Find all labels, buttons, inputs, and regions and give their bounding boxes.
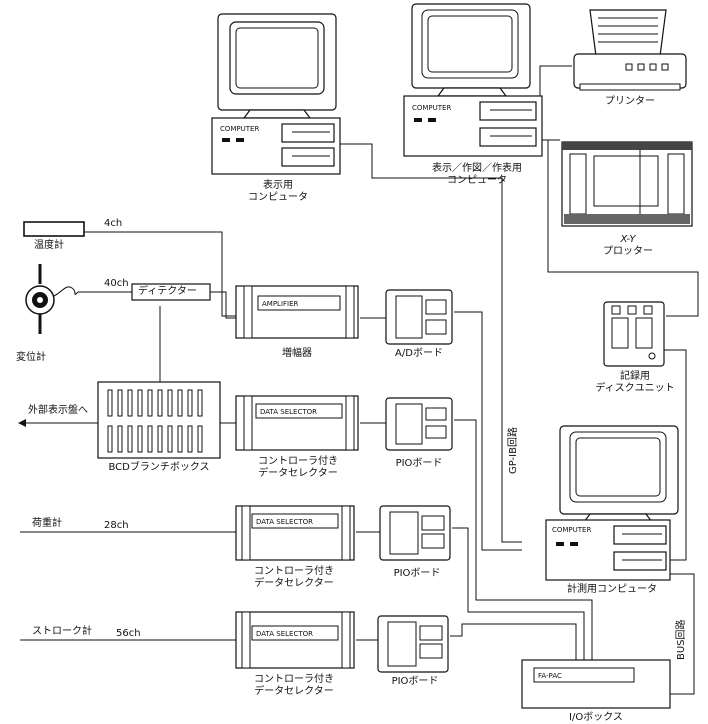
printer [573, 9, 687, 91]
stroke-channel: 56ch [116, 628, 141, 639]
thermometer-label: 温度計 [34, 240, 64, 251]
display-computer-label: 表示用 コンピュータ [248, 180, 308, 203]
drawing-computer-label: 表示／作図／作表用 コンピュータ [432, 163, 522, 186]
connection-lines [18, 65, 699, 695]
data-selector-text: DATA SELECTOR [256, 630, 313, 638]
ad-board [380, 289, 453, 345]
computer-brand-text: COMPUTER [412, 104, 451, 112]
data-selector-2: DATA SELECTOR [235, 505, 355, 561]
detector-box [131, 283, 211, 301]
drawing-computer: COMPUTER [403, 3, 543, 157]
xy-plotter-label: X-Y プロッター [603, 234, 653, 257]
xy-plotter [561, 141, 693, 227]
disk-unit [603, 301, 665, 367]
stroke-gauge-label: ストローク計 [32, 626, 92, 637]
measurement-computer: COMPUTER [545, 425, 679, 581]
bcd-slots [107, 389, 203, 453]
amplifier-text: AMPLIFIER [262, 300, 299, 308]
pio-board-3 [377, 615, 449, 673]
displacement-gauge-label: 変位計 [16, 352, 46, 363]
thermometer [23, 221, 85, 237]
computer-brand-text: COMPUTER [552, 526, 591, 534]
io-box-label: I/Oボックス [569, 712, 623, 723]
ad-board-label: A/Dボード [395, 348, 443, 359]
amplifier-label: 増幅器 [282, 348, 312, 359]
io-box: FA-PAC [521, 659, 671, 709]
load-channel: 28ch [104, 520, 129, 531]
fa-pac-text: FA-PAC [538, 672, 562, 680]
load-gauge-label: 荷重計 [32, 518, 62, 529]
thermometer-channel: 4ch [104, 218, 123, 229]
displacement-gauge [25, 264, 79, 334]
external-display-label: 外部表示盤へ [28, 405, 88, 416]
bus-line-label: BUS回路 [676, 619, 687, 660]
pio-board-2 [379, 505, 451, 561]
pio-board-1 [385, 397, 453, 451]
data-selector-1: DATA SELECTOR [235, 395, 359, 451]
printer-label: プリンター [605, 96, 655, 107]
disk-unit-label: 記録用 ディスクユニット [595, 371, 675, 394]
pio-board-2-label: PIOボード [393, 568, 441, 579]
data-selector-2-label: コントローラ付き データセレクター [254, 566, 334, 589]
display-computer: COMPUTER [211, 13, 341, 175]
bcd-branch-box [97, 381, 221, 459]
gpib-bus-label: GP-IB回路 [508, 427, 519, 474]
displacement-channel: 40ch [104, 278, 129, 289]
amplifier: AMPLIFIER [235, 285, 359, 339]
data-selector-3-label: コントローラ付き データセレクター [254, 674, 334, 697]
data-selector-text: DATA SELECTOR [256, 518, 313, 526]
data-selector-1-label: コントローラ付き データセレクター [258, 456, 338, 479]
pio-board-3-label: PIOボード [391, 676, 439, 687]
detector-label: ディテクター [138, 286, 197, 297]
bcd-box-label: BCDブランチボックス [108, 462, 210, 473]
data-selector-text: DATA SELECTOR [260, 408, 317, 416]
measurement-computer-label: 計測用コンピュータ [567, 584, 657, 595]
computer-brand-text: COMPUTER [220, 125, 259, 133]
data-selector-3: DATA SELECTOR [235, 611, 355, 669]
pio-board-1-label: PIOボード [395, 458, 443, 469]
